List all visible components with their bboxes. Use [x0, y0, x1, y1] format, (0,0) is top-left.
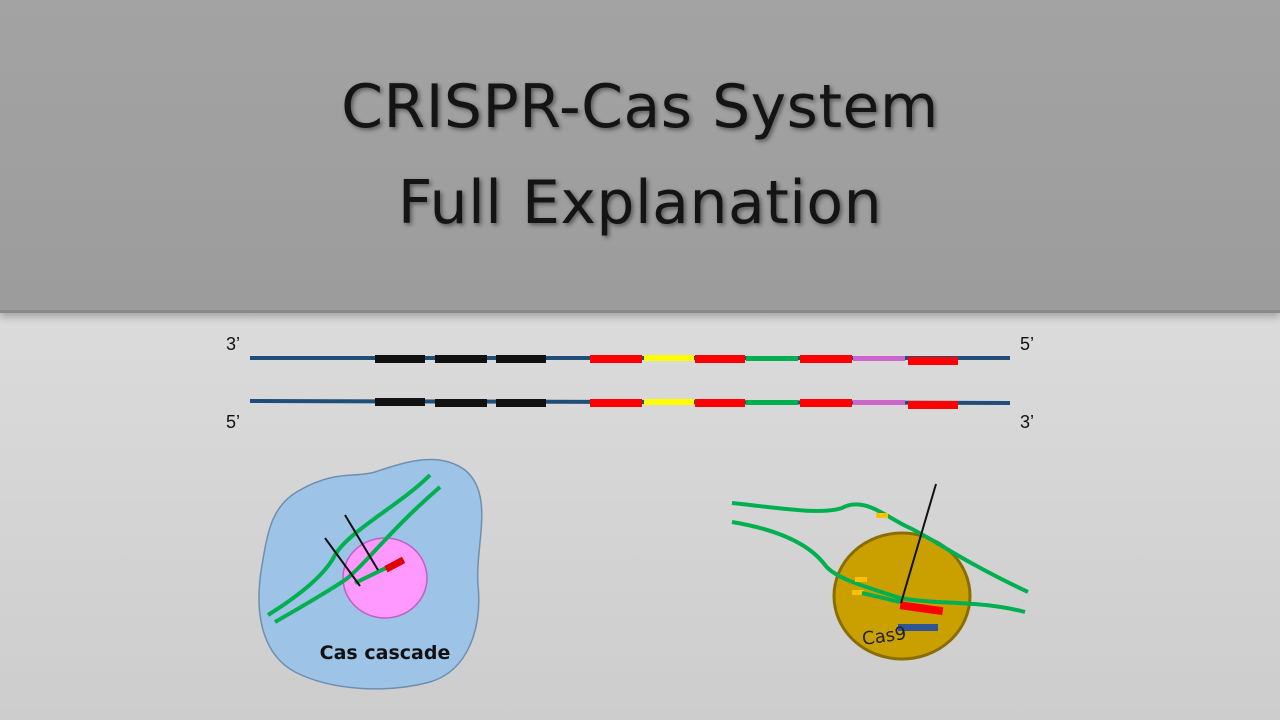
bottom-red-repeat-1	[590, 399, 642, 407]
cas-cascade-label: Cas cascade	[320, 642, 451, 664]
cascade-dna-strand-2	[274, 485, 442, 624]
cas9-dna-strand-2	[731, 520, 1026, 614]
top-red-repeat-1	[590, 355, 642, 363]
cas9-guide-rna	[861, 591, 901, 604]
top-red-repeat-3	[800, 355, 852, 363]
cas9-blue-target-segment	[898, 624, 938, 631]
cascade-dna-strand-1	[266, 473, 432, 617]
cas9-black-line	[900, 483, 937, 604]
top-yellow-spacer	[644, 355, 694, 361]
cascade-core-protein	[342, 537, 428, 619]
dna-top-strand	[250, 355, 1010, 365]
bottom-strand-left-end-label: 5’	[226, 412, 240, 432]
top-black-segment-2	[435, 355, 487, 363]
bottom-magenta-spacer	[853, 400, 905, 405]
bottom-yellow-spacer	[644, 399, 694, 405]
cas9-complex: Cas9	[731, 483, 1029, 661]
cas9-dna-strand-1	[731, 501, 1029, 594]
cascade-crrna-guide	[354, 564, 391, 585]
bottom-black-segment-3	[496, 399, 546, 407]
bottom-red-repeat-2	[695, 399, 745, 407]
dna-bottom-strand	[249, 398, 1011, 409]
top-black-segment-1	[375, 355, 425, 363]
cascade-red-handle	[384, 556, 406, 573]
top-green-spacer	[746, 356, 798, 361]
bottom-black-segment-1	[375, 398, 425, 406]
cas9-pam-guide	[852, 590, 864, 595]
cascade-black-line-1	[324, 537, 361, 587]
top-red-repeat-2	[695, 355, 745, 363]
cas9-red-guide-segment	[899, 601, 944, 616]
top-red-repeat-4	[908, 357, 958, 365]
title-banner: CRISPR-Cas System Full Explanation	[0, 0, 1280, 313]
bottom-strand-right-end-label: 3’	[1020, 412, 1034, 432]
top-strand-left-end-label: 3’	[226, 334, 240, 354]
bottom-red-repeat-3	[800, 399, 852, 407]
title-line-1: CRISPR-Cas System	[341, 72, 939, 142]
cas9-pam-top	[876, 513, 888, 518]
cas-cascade-complex: Cas cascade	[258, 458, 483, 690]
cas9-pam-lower	[855, 577, 867, 582]
top-strand-right-end-label: 5’	[1020, 334, 1034, 354]
bottom-green-spacer	[746, 400, 798, 405]
title-line-2: Full Explanation	[397, 168, 883, 238]
top-black-segment-3	[496, 355, 546, 363]
bottom-black-segment-2	[435, 399, 487, 407]
top-magenta-spacer	[853, 356, 905, 361]
bottom-red-repeat-4	[908, 401, 958, 409]
cascade-black-line-2	[344, 514, 379, 571]
